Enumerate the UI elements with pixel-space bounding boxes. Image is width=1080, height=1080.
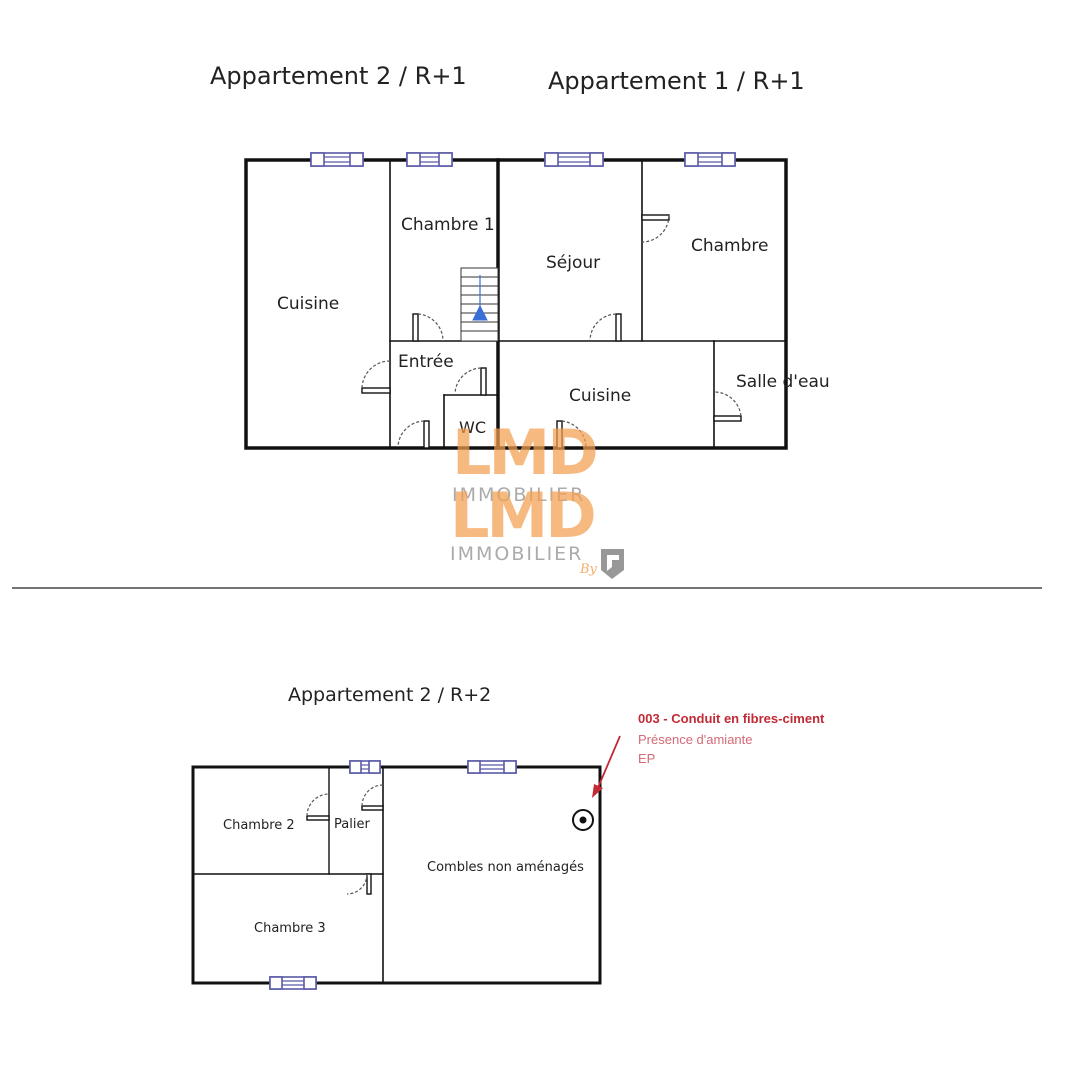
room-label-entree: Entrée	[398, 352, 454, 372]
door	[361, 805, 384, 811]
title-apartment-2-r1: Appartement 2 / R+1	[210, 62, 467, 90]
door	[366, 873, 372, 895]
room-label-cuisine-a2: Cuisine	[277, 294, 340, 314]
door	[412, 313, 419, 342]
room-label-salle-eau: Salle d'eau	[736, 372, 830, 392]
room-label-chambre: Chambre	[691, 236, 769, 256]
room-label-chambre-2: Chambre 2	[223, 818, 295, 833]
window	[349, 760, 381, 774]
room-label-sejour: Séjour	[546, 253, 601, 273]
annotation-subtitle: Présence d'amiante	[638, 732, 753, 747]
stair-arrow-icon	[472, 304, 488, 321]
annotation-title: 003 - Conduit en fibres-ciment	[638, 711, 825, 726]
watermark-by: By	[580, 562, 597, 577]
r1-outer-wall	[244, 158, 788, 450]
door	[306, 815, 330, 821]
r2-outer-wall	[191, 765, 602, 985]
staircase	[460, 267, 499, 342]
door	[556, 420, 563, 449]
room-label-chambre-3: Chambre 3	[254, 921, 326, 936]
door	[480, 367, 487, 396]
room-label-cuisine-a1: Cuisine	[569, 386, 632, 406]
door	[423, 420, 430, 449]
window	[406, 152, 453, 167]
window	[467, 760, 517, 774]
annotation-arrow	[592, 735, 621, 798]
room-label-wc: WC	[459, 418, 486, 437]
title-apartment-2-r2: Appartement 2 / R+2	[288, 684, 492, 706]
window	[269, 976, 317, 990]
door	[713, 415, 742, 422]
window	[310, 152, 364, 167]
watermark-logo-icon	[601, 549, 624, 579]
room-label-chambre-1: Chambre 1	[401, 215, 495, 235]
watermark-brand-bottom: LMD	[450, 479, 597, 552]
watermark-word-top: IMMOBILIER	[452, 484, 586, 506]
room-label-combles: Combles non aménagés	[427, 860, 584, 875]
conduit-icon	[572, 809, 594, 831]
watermark-brand-top: LMD	[452, 416, 599, 489]
watermark-word-bottom: IMMOBILIER	[450, 543, 584, 565]
door	[641, 214, 670, 221]
room-label-palier: Palier	[334, 817, 370, 832]
door	[615, 313, 622, 342]
title-apartment-1-r1: Appartement 1 / R+1	[548, 67, 805, 95]
window	[544, 152, 604, 167]
annotation-code: EP	[638, 751, 656, 766]
window	[684, 152, 736, 167]
door	[361, 387, 391, 394]
